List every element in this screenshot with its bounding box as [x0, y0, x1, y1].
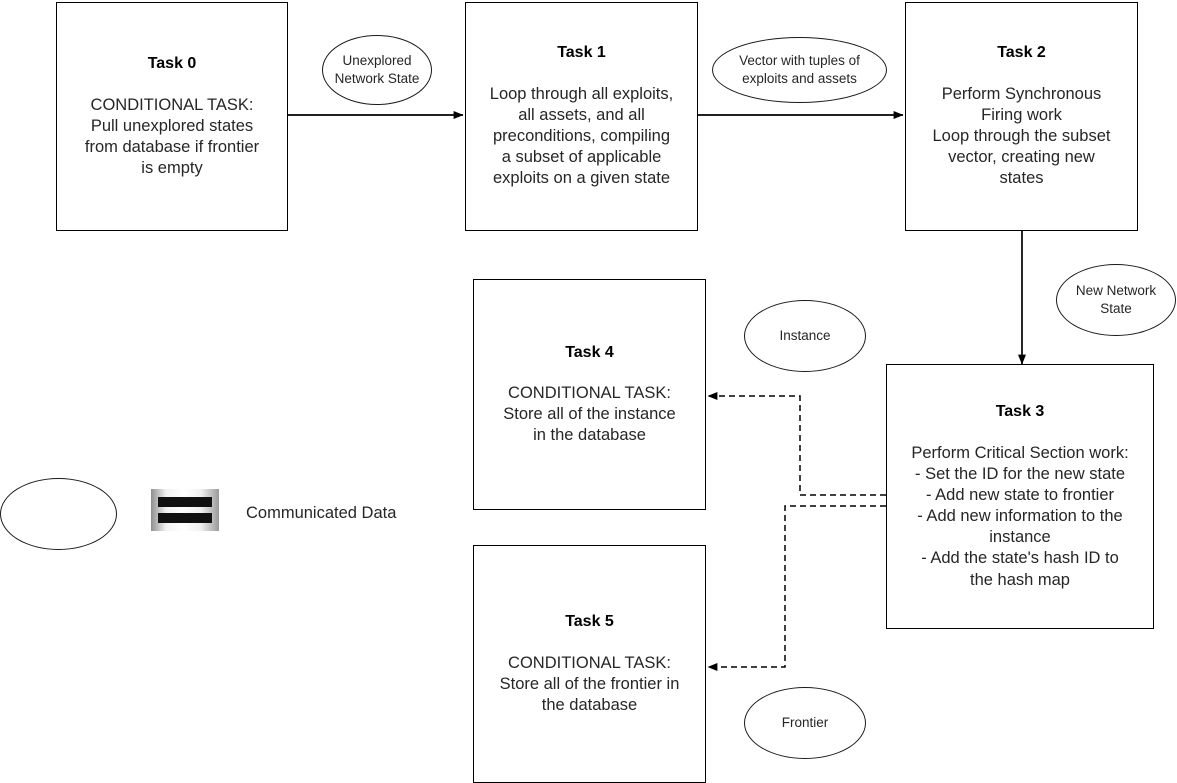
- node-task2[interactable]: Task 2 Perform Synchronous Firing work L…: [905, 2, 1138, 231]
- equals-bars-icon: [151, 489, 219, 531]
- node-task2-body: Perform Synchronous Firing work Loop thr…: [932, 84, 1111, 188]
- node-task1[interactable]: Task 1 Loop through all exploits, all as…: [465, 2, 698, 231]
- edge-label-frontier: Frontier: [744, 687, 866, 759]
- legend-communicated-data-label: Communicated Data: [246, 504, 397, 522]
- node-task4[interactable]: Task 4 CONDITIONAL TASK: Store all of th…: [473, 279, 706, 510]
- edge-label-vector-tuples: Vector with tuples of exploits and asset…: [712, 37, 887, 103]
- node-task5[interactable]: Task 5 CONDITIONAL TASK: Store all of th…: [473, 545, 706, 783]
- node-task4-body: CONDITIONAL TASK: Store all of the insta…: [503, 384, 676, 445]
- node-task3-body: Perform Critical Section work: - Set the…: [911, 443, 1129, 589]
- node-task4-title: Task 4: [565, 343, 614, 361]
- node-task3[interactable]: Task 3 Perform Critical Section work: - …: [886, 364, 1154, 629]
- equals-bar-top: [158, 497, 212, 507]
- edge-label-new-network-state: New Network State: [1056, 264, 1176, 336]
- edge-label-unexplored-network-state: Unexplored Network State: [322, 35, 432, 105]
- node-task2-title: Task 2: [997, 44, 1046, 62]
- edge-label-instance: Instance: [744, 300, 866, 372]
- edge-task3-to-task5: [707, 505, 886, 671]
- node-task1-body: Loop through all exploits, all assets, a…: [489, 84, 674, 188]
- node-task5-title: Task 5: [565, 613, 614, 631]
- equals-bar-bottom: [158, 513, 212, 523]
- node-task0[interactable]: Task 0 CONDITIONAL TASK: Pull unexplored…: [56, 2, 288, 231]
- legend-ellipse-sample: [0, 478, 117, 550]
- edge-task3-to-task4: [707, 392, 886, 496]
- node-task0-body: CONDITIONAL TASK: Pull unexplored states…: [84, 95, 260, 177]
- node-task1-title: Task 1: [557, 44, 606, 62]
- node-task3-title: Task 3: [995, 403, 1045, 421]
- node-task0-title: Task 0: [147, 55, 197, 73]
- node-task5-body: CONDITIONAL TASK: Store all of the front…: [499, 653, 680, 714]
